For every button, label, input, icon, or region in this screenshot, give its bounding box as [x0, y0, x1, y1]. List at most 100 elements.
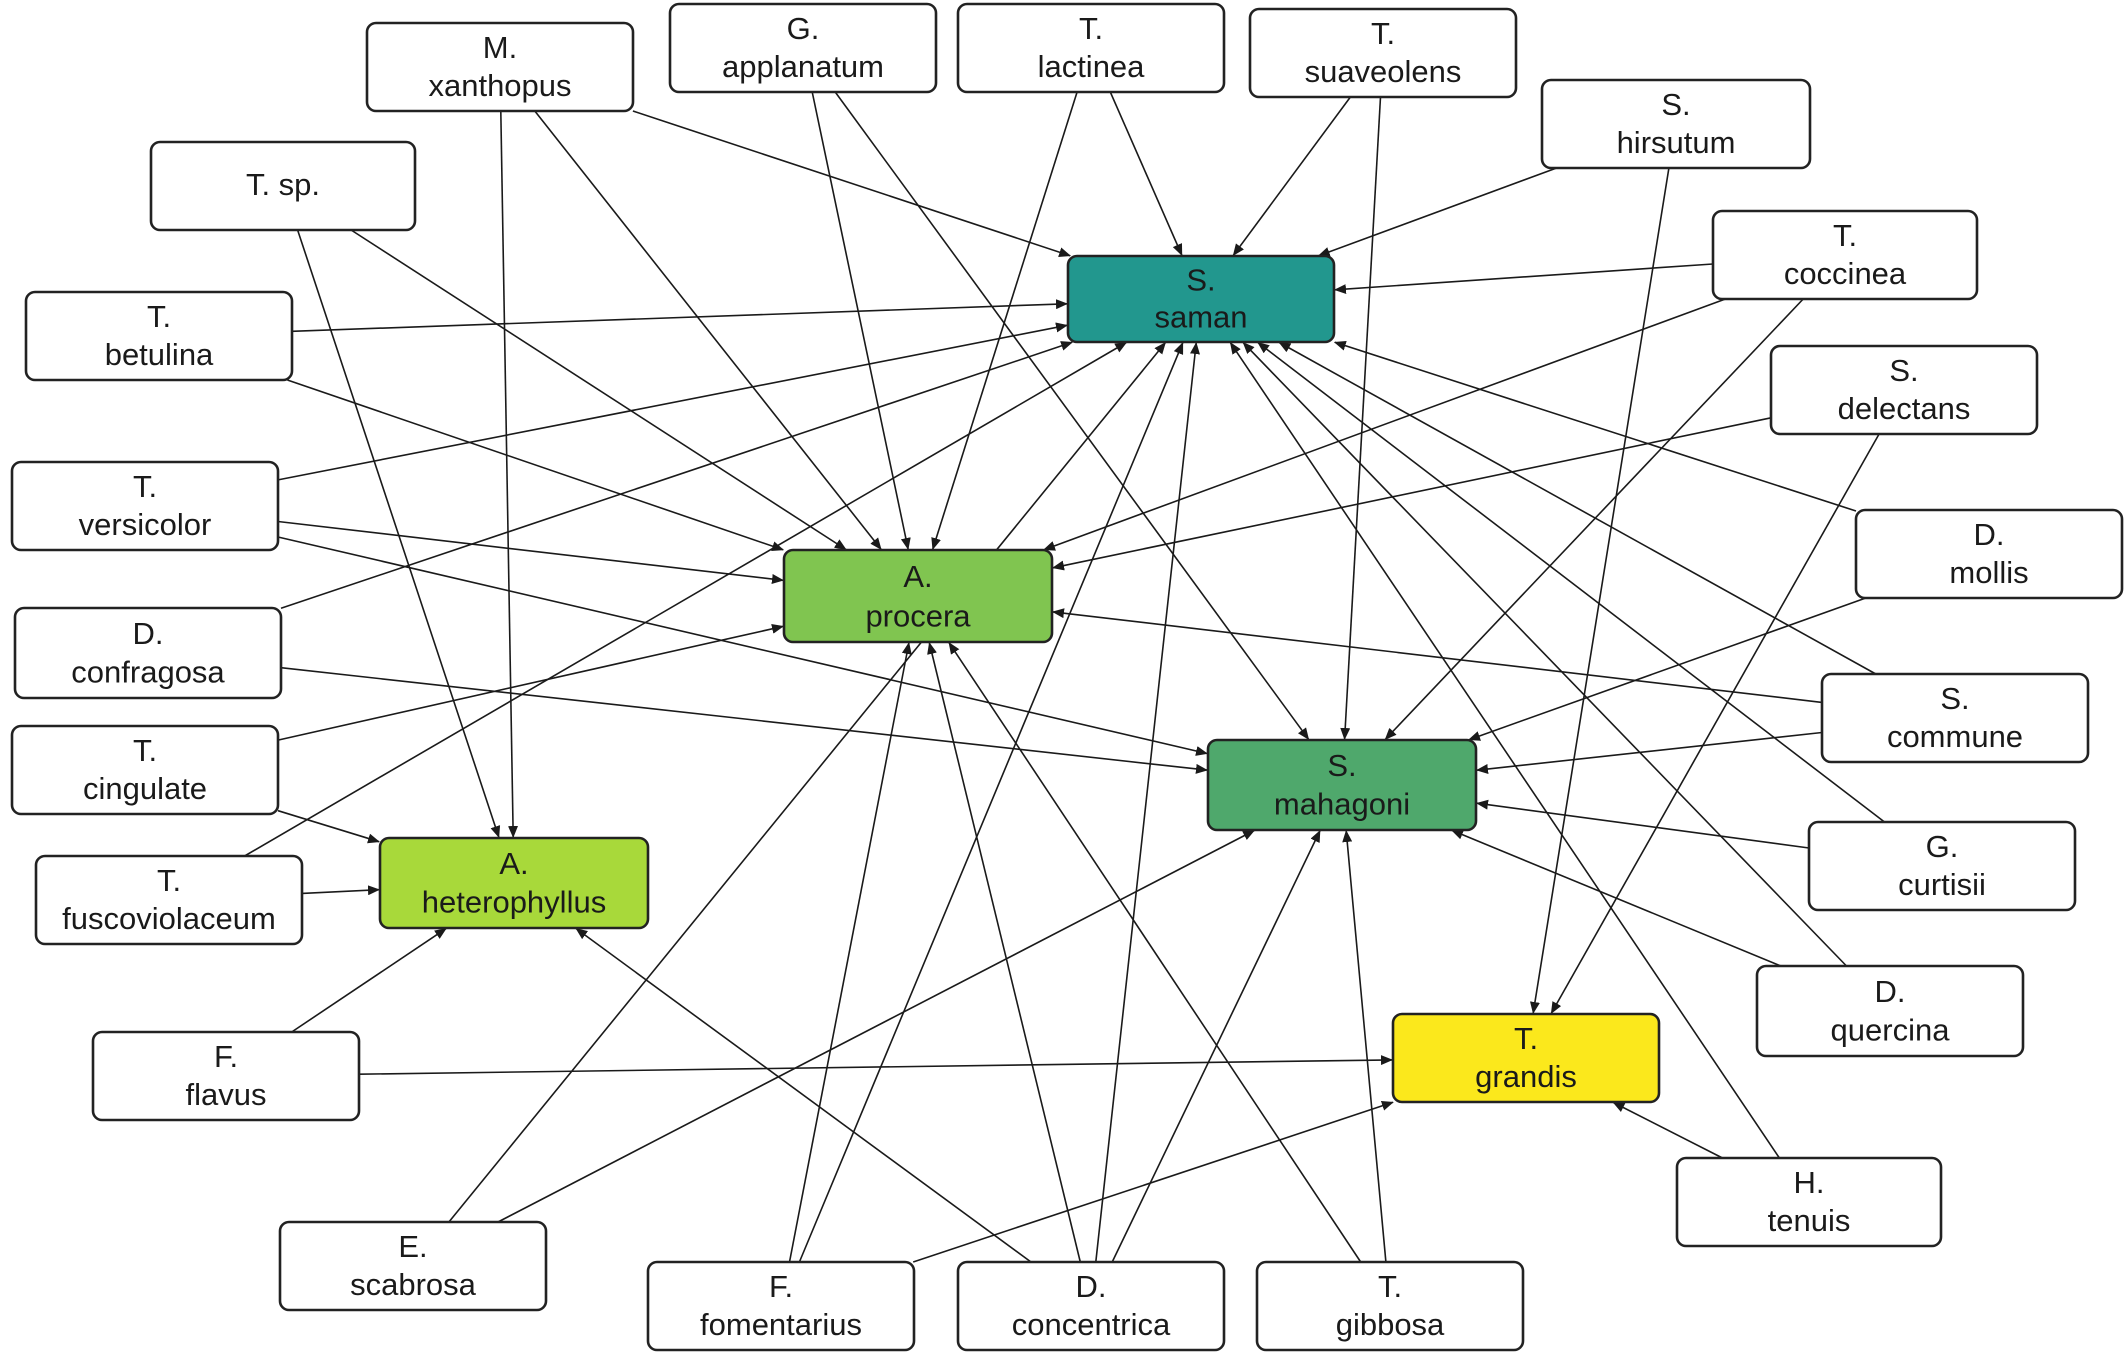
edge-s-hirsutum-to-s-saman — [1317, 167, 1557, 257]
node-species-label: hirsutum — [1617, 125, 1736, 160]
node-t-grandis: T.grandis — [1391, 1012, 1661, 1104]
node-s-saman: S.saman — [1066, 254, 1336, 344]
node-box — [646, 1260, 916, 1352]
edge-m-xanthopus-to-a-heterophyllus — [500, 110, 519, 838]
edge-f-flavus-to-a-heterophyllus — [291, 927, 447, 1033]
nodes-layer: S.samanA.proceraS.mahagoniA.heterophyllu… — [10, 2, 2124, 1352]
edge-d-quercina-to-s-mahagoni — [1451, 829, 1782, 967]
edge-t-lactinea-to-s-saman — [1109, 91, 1183, 257]
edge-g-applanatum-to-a-procera — [811, 91, 911, 550]
node-a-procera: A.procera — [782, 548, 1054, 644]
node-t-versicolor: T.versicolor — [10, 460, 280, 552]
node-genus-label: S. — [1940, 681, 1969, 716]
edge-t-coccinea-to-a-procera — [1043, 298, 1726, 551]
node-genus-label: F. — [769, 1269, 793, 1304]
node-genus-label: H. — [1794, 1165, 1825, 1200]
node-s-delectans: S.delectans — [1769, 344, 2039, 436]
node-species-label: fuscoviolaceum — [62, 901, 276, 936]
node-genus-label: T. — [157, 863, 181, 898]
node-genus-label: E. — [398, 1229, 427, 1264]
node-genus-label: T. — [1378, 1269, 1402, 1304]
node-box — [24, 290, 294, 382]
node-t-lactinea: T.lactinea — [956, 2, 1226, 94]
node-species-label: quercina — [1831, 1013, 1951, 1048]
edge-t-coccinea-to-s-saman — [1334, 263, 1714, 295]
node-genus-label: D. — [1076, 1269, 1107, 1304]
node-t-fuscoviolaceum: T.fuscoviolaceum — [34, 854, 304, 946]
node-species-label: confragosa — [71, 655, 225, 690]
node-species-label: mollis — [1949, 555, 2028, 590]
edge-d-concentrica-to-a-heterophyllus — [575, 927, 1032, 1263]
node-t-coccinea: T.coccinea — [1711, 209, 1979, 301]
node-genus-label: T. — [1079, 11, 1103, 46]
edge-f-fomentarius-to-s-saman — [798, 341, 1184, 1263]
edge-t-sp-to-a-procera — [350, 229, 847, 551]
node-species-label: coccinea — [1784, 256, 1907, 291]
node-box — [10, 460, 280, 552]
node-species-label: tenuis — [1768, 1203, 1851, 1238]
edge-h-tenuis-to-t-grandis — [1612, 1101, 1723, 1159]
node-box — [1206, 738, 1478, 832]
node-t-sp: T. sp. — [149, 140, 417, 232]
node-box — [1711, 209, 1979, 301]
edge-g-curtisii-to-s-saman — [1257, 341, 1885, 823]
node-species-label: grandis — [1475, 1059, 1577, 1094]
node-species-label: curtisii — [1898, 867, 1986, 902]
node-species-label: betulina — [105, 337, 214, 372]
edge-d-confragosa-to-s-saman — [280, 341, 1074, 610]
node-genus-label: G. — [1926, 829, 1959, 864]
edge-d-concentrica-to-s-saman — [1095, 342, 1200, 1263]
node-genus-label: S. — [1889, 353, 1918, 388]
node-box — [1675, 1156, 1943, 1248]
node-t-cingulate: T.cingulate — [10, 724, 280, 816]
node-species-label: commune — [1887, 719, 2023, 754]
node-genus-label: T. — [1833, 218, 1857, 253]
node-s-commune: S.commune — [1820, 672, 2090, 764]
node-box — [956, 1260, 1226, 1352]
node-species-label: flavus — [186, 1077, 267, 1112]
node-box — [378, 836, 650, 930]
node-box — [1540, 78, 1812, 170]
node-d-concentrica: D.concentrica — [956, 1260, 1226, 1352]
node-t-gibbosa: T.gibbosa — [1255, 1260, 1525, 1352]
node-genus-label: T. — [1371, 16, 1395, 51]
node-box — [1391, 1012, 1661, 1104]
edge-s-delectans-to-a-procera — [1052, 417, 1772, 571]
edge-t-fuscoviolaceum-to-a-heterophyllus — [301, 885, 380, 896]
node-t-betulina: T.betulina — [24, 290, 294, 382]
edge-s-commune-to-a-procera — [1052, 608, 1823, 704]
node-box — [1066, 254, 1336, 344]
node-box — [13, 606, 283, 700]
node-genus-label: T. — [147, 299, 171, 334]
node-g-applanatum: G.applanatum — [668, 2, 938, 94]
node-genus-label: T. — [133, 733, 157, 768]
node-genus-label: G. — [787, 11, 820, 46]
node-genus-label: S. — [1186, 262, 1215, 297]
edge-t-cingulate-to-a-heterophyllus — [277, 809, 380, 844]
node-box — [782, 548, 1054, 644]
node-a-heterophyllus: A.heterophyllus — [378, 836, 650, 930]
edge-e-scabrosa-to-s-saman — [448, 342, 1166, 1223]
node-f-fomentarius: F.fomentarius — [646, 1260, 916, 1352]
node-species-label: delectans — [1838, 391, 1971, 426]
edge-d-confragosa-to-s-mahagoni — [280, 666, 1208, 774]
node-genus-label: T. — [1514, 1021, 1538, 1056]
node-species-label: gibbosa — [1336, 1307, 1445, 1342]
node-genus-label: D. — [1875, 974, 1906, 1009]
node-genus-label: S. — [1661, 87, 1690, 122]
node-genus-label: D. — [1974, 517, 2005, 552]
node-species-label: applanatum — [722, 49, 884, 84]
node-h-tenuis: H.tenuis — [1675, 1156, 1943, 1248]
node-f-flavus: F.flavus — [91, 1030, 361, 1122]
edge-t-versicolor-to-s-saman — [277, 322, 1068, 481]
node-s-hirsutum: S.hirsutum — [1540, 78, 1812, 170]
node-box — [91, 1030, 361, 1122]
node-box — [1248, 7, 1518, 99]
node-species-label: lactinea — [1038, 49, 1146, 84]
edge-t-versicolor-to-s-mahagoni — [277, 536, 1208, 756]
edge-t-cingulate-to-a-procera — [277, 623, 784, 741]
node-species-label: versicolor — [79, 507, 212, 542]
edge-t-gibbosa-to-s-mahagoni — [1342, 830, 1387, 1263]
edge-t-coccinea-to-s-mahagoni — [1384, 298, 1804, 741]
